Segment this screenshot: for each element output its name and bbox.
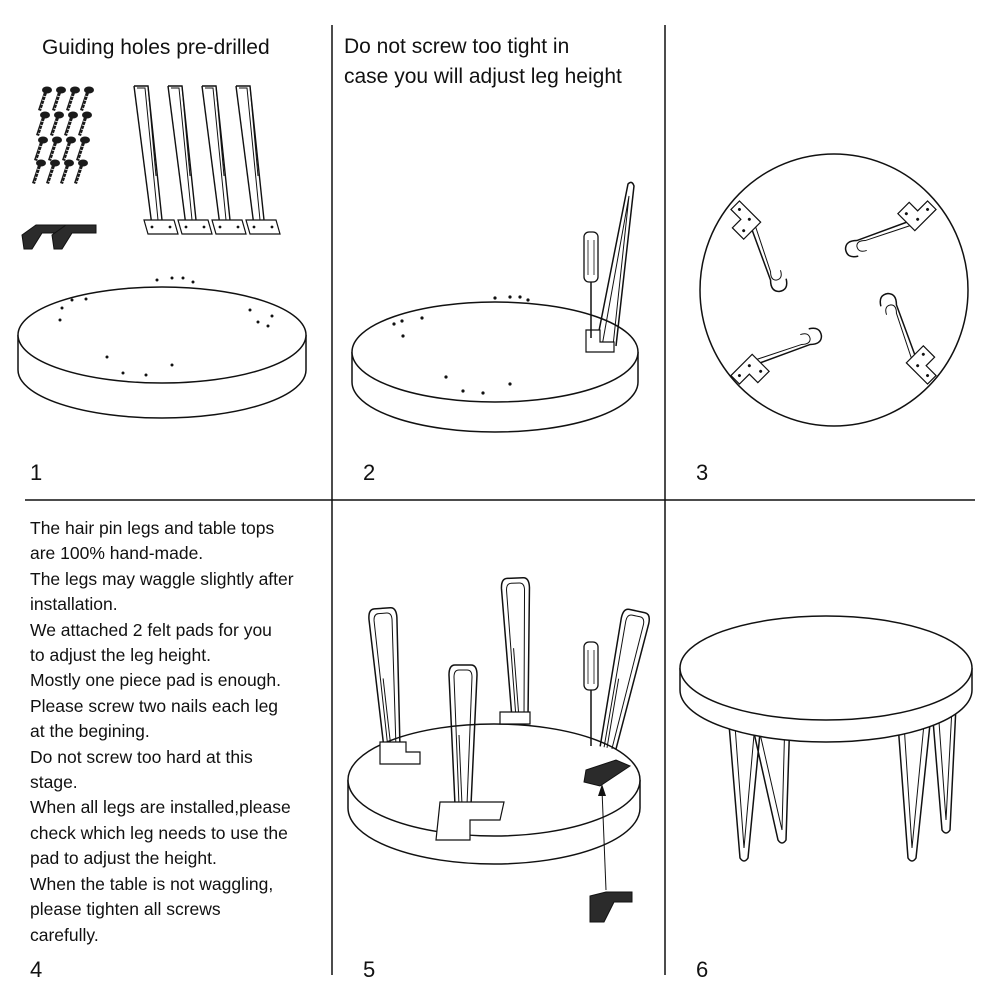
tabletop-icon [679,615,973,743]
panel-3-illustration [699,153,969,427]
panel-2-caption-line-2: case you will adjust leg height [344,65,622,88]
screwdriver-icon [583,641,599,746]
panel-6-number: 6 [696,957,709,982]
screwdriver-icon [583,231,599,338]
panel-6-illustration [679,615,973,862]
instruction-line: pad to adjust the height. [30,848,217,869]
panel-2-illustration [351,181,639,433]
hairpin-legs-icon [367,576,652,841]
instruction-line: We attached 2 felt pads for you [30,619,272,640]
instruction-line: are 100% hand-made. [30,543,204,564]
hairpin-leg-icon [585,181,635,353]
panel-2-number: 2 [363,460,376,485]
instruction-line: Do not screw too hard at this [30,746,253,767]
panel-5-illustration [347,576,652,923]
screw-set-icon [31,86,95,185]
tabletop-icon [347,723,641,865]
instruction-line: Mostly one piece pad is enough. [30,670,281,691]
instruction-line: installation. [30,594,118,615]
panel-5-number: 5 [363,957,376,982]
instruction-line: Please screw two nails each leg [30,695,279,716]
instruction-line: When all legs are installed,please [30,797,291,818]
tabletop-icon [351,295,639,433]
instruction-line: The legs may waggle slightly after [30,568,294,589]
panel-2-caption-line-1: Do not screw too tight in [344,35,570,58]
hairpin-legs-icon [727,705,957,862]
instruction-line: check which leg needs to use the [30,822,288,843]
tabletop-icon [17,276,307,419]
panel-4-number: 4 [30,957,43,982]
panel-grid [25,25,975,975]
instruction-line: carefully. [30,924,99,945]
tabletop-icon [699,153,969,427]
instruction-line: to adjust the leg height. [30,645,211,666]
panel-1-caption: Guiding holes pre-drilled [42,36,270,59]
instruction-line: stage. [30,772,78,793]
felt-pad-icon [21,224,97,250]
panel-1-number: 1 [30,460,43,485]
instruction-line: please tighten all screws [30,899,221,920]
panel-3-number: 3 [696,460,709,485]
felt-pad-icon [583,759,633,923]
panel-1-illustration [17,85,307,419]
panel-4-instructions: The hair pin legs and table tops are 100… [30,516,294,948]
hairpin-legs-icon [133,85,281,235]
arrow-icon [598,784,607,891]
instruction-line: When the table is not waggling, [30,873,274,894]
instruction-line: The hair pin legs and table tops [30,518,275,538]
instruction-line: at the begining. [30,721,150,742]
